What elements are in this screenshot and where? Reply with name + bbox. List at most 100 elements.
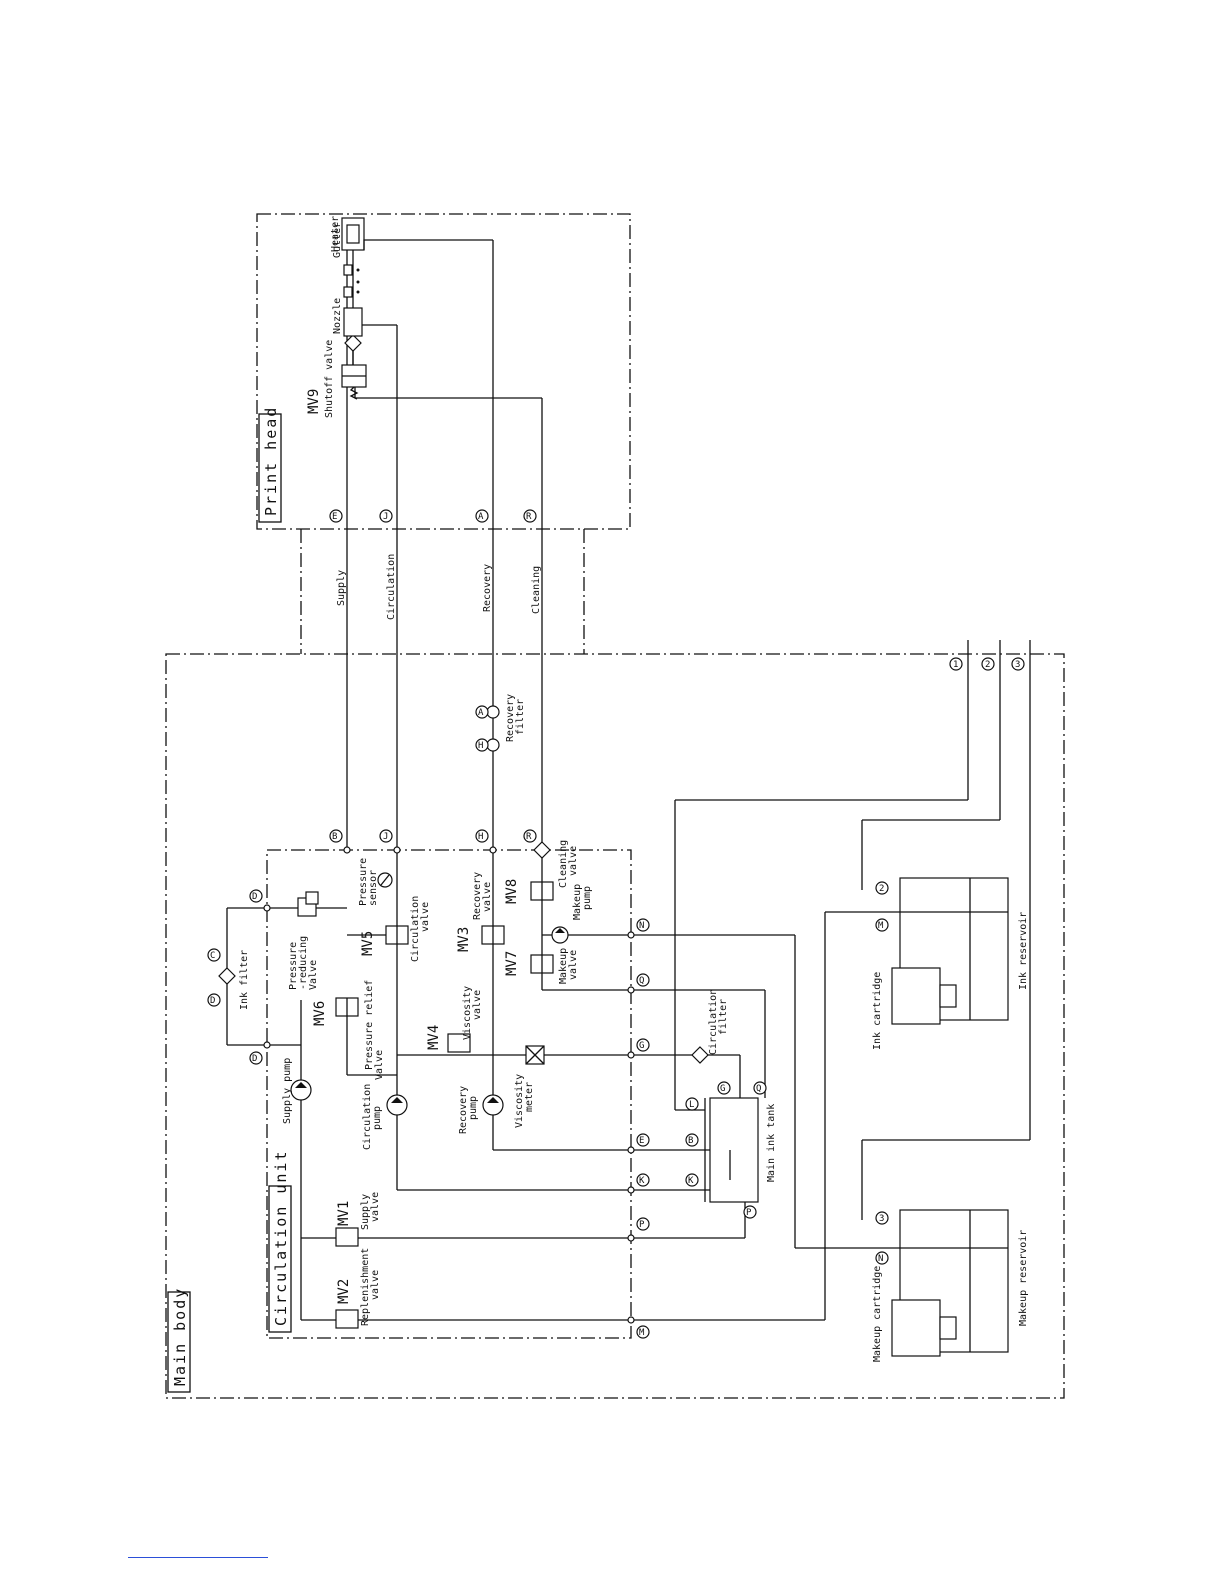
- node-H-main: H: [475, 829, 489, 843]
- node-J-print-head: J: [379, 509, 393, 523]
- makeup-pump-icon: [551, 926, 569, 944]
- gutter-icon: [363, 239, 370, 250]
- node-G-unit: G: [636, 1038, 650, 1052]
- node-N-reservoir: N: [875, 1251, 889, 1265]
- mv8-label: MV8: [504, 879, 520, 904]
- node-R-main: R: [523, 829, 537, 843]
- recovery-filter-label-1: Recovery: [505, 694, 516, 742]
- recovery-filter-label-2: filter: [515, 699, 526, 735]
- svg-text:E: E: [639, 1136, 644, 1146]
- circulation-pump-label-1: Circulation: [362, 1084, 373, 1150]
- mv2-valve-icon: [335, 1309, 359, 1329]
- svg-text:P: P: [639, 1220, 645, 1230]
- main-body-frame: [165, 653, 1065, 1399]
- svg-text:D: D: [210, 996, 215, 1006]
- cleaning-check-icon: [533, 841, 551, 859]
- circulation-filter-icon: [691, 1046, 709, 1064]
- mv4-valve-icon: [447, 1033, 471, 1053]
- circulation-filter-label-2: filter: [718, 999, 729, 1035]
- node-K-tank: K: [685, 1173, 699, 1187]
- recovery-line-label: Recovery: [482, 564, 493, 612]
- mv4-label-2: valve: [472, 990, 483, 1020]
- node-Q-unit: Q: [636, 973, 650, 987]
- mv6-label-1: Pressure relief: [364, 980, 375, 1070]
- node-2-external: 2: [981, 657, 995, 671]
- mv2-label-2: valve: [370, 1270, 381, 1300]
- svg-text:G: G: [639, 1041, 644, 1051]
- node-R-print-head: R: [523, 509, 537, 523]
- svg-text:Q: Q: [756, 1084, 761, 1094]
- mv8-label-1: Cleaning: [558, 840, 569, 888]
- main-ink-tank-label: Main ink tank: [766, 1104, 777, 1182]
- svg-text:B: B: [688, 1136, 693, 1146]
- mv4-label-1: Viscosity: [462, 986, 473, 1040]
- svg-text:J: J: [383, 832, 388, 842]
- mv6-label: MV6: [312, 1001, 328, 1026]
- svg-text:1: 1: [953, 660, 958, 670]
- mv3-label: MV3: [456, 927, 472, 952]
- makeup-reservoir-label: Makeup reservoir: [1018, 1230, 1029, 1326]
- node-A-print-head: A: [475, 509, 489, 523]
- node-A-filter: A: [475, 705, 489, 719]
- circulation-line-label: Circulation: [386, 554, 397, 620]
- ink-filter-icon: [218, 967, 236, 985]
- node-M-reservoir: M: [875, 918, 889, 932]
- circulation-pump-label-2: pump: [372, 1106, 383, 1130]
- svg-text:E: E: [332, 512, 337, 522]
- node-3-reservoir: 3: [875, 1211, 889, 1225]
- svg-text:B: B: [332, 832, 337, 842]
- circulation-unit-frame: [266, 849, 632, 1339]
- node-G-tank: G: [717, 1081, 731, 1095]
- print-head-frame: [256, 213, 631, 530]
- pressure-reducing-label-2: -reducing: [298, 936, 309, 990]
- svg-text:2: 2: [985, 660, 990, 670]
- node-Q-tank: Q: [753, 1081, 767, 1095]
- makeup-cartridge-label: Makeup cartridge: [872, 1266, 883, 1362]
- mv7-label-2: valve: [568, 950, 579, 980]
- node-N-unit: N: [636, 918, 650, 932]
- node-D-bottom: D: [249, 1051, 263, 1065]
- mv7-label: MV7: [504, 951, 520, 976]
- svg-text:H: H: [478, 741, 483, 751]
- ink-cartridge-label: Ink cartridge: [872, 972, 883, 1050]
- cleaning-line-label: Cleaning: [531, 566, 542, 614]
- svg-text:R: R: [526, 832, 532, 842]
- mv9-label: MV9: [306, 389, 322, 414]
- circulation-unit-title-box: Circulation unit: [268, 1150, 292, 1333]
- mv1-label: MV1: [336, 1201, 352, 1226]
- nozzle-icon: [343, 307, 363, 337]
- ink-reservoir-label: Ink reservoir: [1018, 912, 1029, 990]
- shutoff-valve-label: Shutoff valve: [324, 340, 335, 418]
- svg-text:H: H: [478, 832, 483, 842]
- svg-text:3: 3: [1015, 660, 1020, 670]
- mv3-label-2: valve: [482, 882, 493, 912]
- circulation-unit-title: Circulation unit: [272, 1150, 290, 1327]
- print-head-title: Print head: [262, 406, 280, 516]
- svg-text:M: M: [639, 1328, 645, 1338]
- svg-text:N: N: [639, 921, 644, 931]
- recovery-pump-icon: [482, 1094, 504, 1116]
- footer-rule: [128, 1557, 268, 1558]
- node-C: C: [207, 948, 221, 962]
- supply-pump-label: Supply pump: [282, 1058, 293, 1124]
- circulation-pump-icon: [386, 1094, 408, 1116]
- nozzle-filter-icon: [344, 334, 362, 352]
- node-1-external: 1: [949, 657, 963, 671]
- circulation-filter-label-1: Circulation: [708, 989, 719, 1055]
- mv4-label: MV4: [426, 1025, 442, 1050]
- mv7-label-1: Makeup: [558, 948, 569, 984]
- mv5-label-2: valve: [420, 902, 431, 932]
- node-M-unit: M: [636, 1325, 650, 1339]
- node-E-print-head: E: [329, 509, 343, 523]
- svg-text:L: L: [689, 1100, 694, 1110]
- svg-text:D: D: [252, 892, 257, 902]
- main-ink-tank-icon: [709, 1097, 759, 1203]
- mv1-valve-icon: [335, 1227, 359, 1247]
- pressure-sensor-label-1: Pressure: [358, 858, 369, 906]
- svg-text:D: D: [252, 1054, 257, 1064]
- svg-text:J: J: [383, 512, 388, 522]
- svg-text:R: R: [526, 512, 532, 522]
- svg-text:C: C: [210, 951, 215, 961]
- mv6-label-2: Valve: [374, 1050, 385, 1080]
